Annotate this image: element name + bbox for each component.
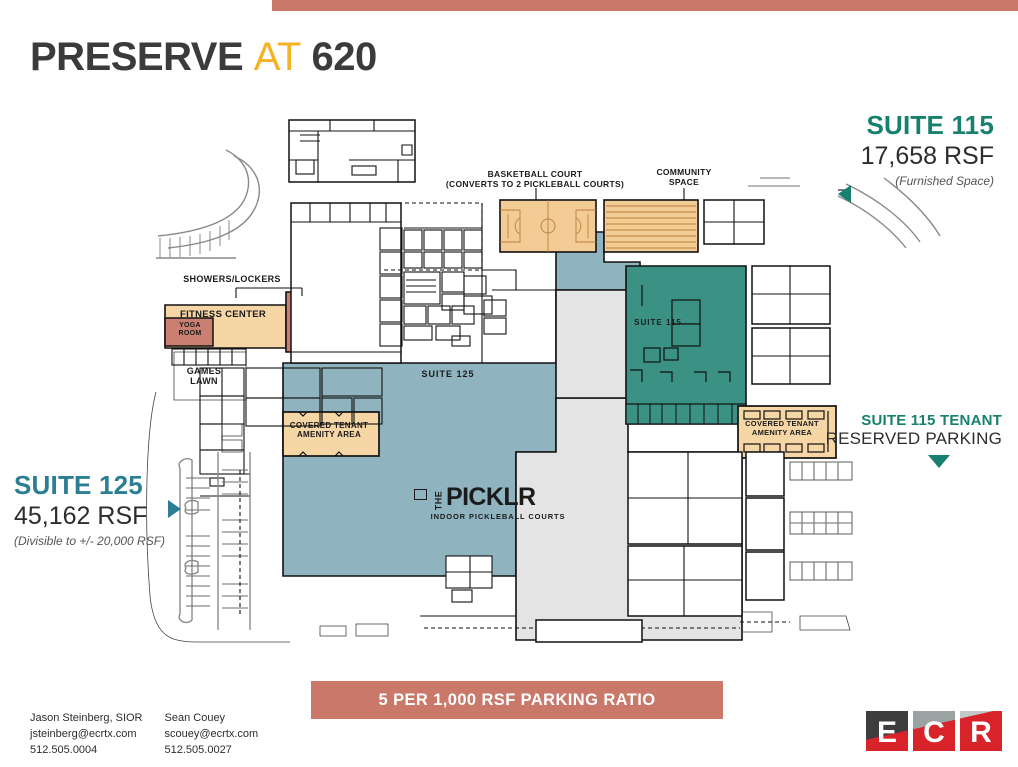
picklr-tenant-logo: THE PICKLR INDOOR PICKLEBALL COURTS	[414, 483, 568, 525]
parking-east	[783, 461, 853, 581]
parking-ratio-banner: 5 PER 1,000 RSF PARKING RATIO	[311, 681, 723, 719]
covered-amenity-right	[737, 405, 837, 459]
roadway-east	[837, 177, 941, 249]
reserved-parking-pointer-icon	[928, 455, 950, 468]
building-northeast	[703, 177, 831, 385]
contact-email[interactable]: scouey@ecrtx.com	[164, 727, 259, 740]
label-showers-lockers: SHOWERS/LOCKERS	[183, 274, 281, 284]
parking-lot-west	[178, 423, 251, 630]
page-title: PRESERVE AT 620	[30, 35, 377, 80]
suite-125-pointer-icon	[168, 500, 181, 518]
callout-suite-125: SUITE 125 45,162 RSF (Divisible to +/- 2…	[14, 470, 165, 548]
contact-name: Sean Couey	[164, 712, 226, 724]
contact-card: Jason Steinberg, SIOR jsteinberg@ecrtx.c…	[30, 711, 143, 759]
ecr-letter-e: E	[877, 716, 897, 749]
title-number: 620	[311, 35, 378, 79]
ecr-square-e	[866, 711, 908, 751]
site-boundary-west	[146, 391, 290, 643]
suite-115-parking-stalls	[625, 403, 747, 425]
office-cluster-north	[384, 202, 556, 364]
ecr-square-c	[913, 711, 955, 751]
suite-115-rsf: 17,658 RSF	[860, 142, 994, 170]
parking-ratio-text: 5 PER 1,000 RSF PARKING RATIO	[378, 690, 656, 709]
suite-125-rsf: 45,162 RSF	[14, 502, 148, 530]
basketball-court	[499, 199, 597, 253]
label-covered-amenity-right: COVERED TENANT AMENITY AREA	[745, 419, 819, 437]
callout-reserved-parking: SUITE 115 TENANT RESERVED PARKING	[826, 412, 1002, 468]
label-games-lawn: GAMES LAWN	[186, 366, 222, 387]
title-at: AT	[253, 35, 302, 79]
callout-suite-115: SUITE 115 17,658 RSF (Furnished Space)	[861, 110, 994, 188]
ecr-letter-r: R	[970, 716, 992, 749]
picklr-name-text: PICKLR	[446, 483, 536, 511]
suite-125-note: (Divisible to +/- 20,000 RSF)	[14, 534, 166, 548]
office-rooms-west	[199, 367, 383, 497]
ecr-square-r	[960, 711, 1002, 751]
contact-email[interactable]: jsteinberg@ecrtx.com	[30, 727, 137, 740]
top-accent-bar	[272, 0, 1018, 11]
label-suite-115-area: SUITE 115	[634, 318, 682, 327]
contact-list: Jason Steinberg, SIOR jsteinberg@ecrtx.c…	[30, 711, 258, 759]
contact-name: Jason Steinberg, SIOR	[30, 712, 143, 724]
ecr-letter-c: C	[923, 716, 945, 749]
building-north	[288, 119, 416, 183]
reserved-parking-line1: SUITE 115 TENANT	[861, 412, 1002, 429]
picklr-interior	[445, 555, 493, 603]
ecr-logo: E C R	[866, 711, 1002, 751]
label-suite-125-area: SUITE 125	[421, 369, 475, 379]
label-basketball-court: BASKETBALL COURT (CONVERTS TO 2 PICKLEBA…	[445, 169, 625, 189]
contact-phone[interactable]: 512.505.0027	[164, 743, 232, 756]
community-space	[603, 199, 699, 253]
label-community-space: COMMUNITY SPACE	[656, 167, 712, 187]
label-fitness-center: FITNESS CENTER	[179, 309, 266, 320]
picklr-the-text: THE	[433, 490, 444, 511]
suite-115-note: (Furnished Space)	[895, 174, 994, 188]
picklr-mark-icon	[414, 489, 427, 500]
suite-125-heading: SUITE 125	[14, 470, 143, 500]
label-covered-amenity-left: COVERED TENANT AMENITY AREA	[289, 421, 369, 440]
title-main: PRESERVE	[30, 35, 244, 79]
contact-phone[interactable]: 512.505.0004	[30, 743, 98, 756]
building-northwest	[290, 202, 403, 364]
building-east	[627, 451, 785, 617]
reserved-parking-line2: RESERVED PARKING	[825, 429, 1002, 448]
contact-card: Sean Couey scouey@ecrtx.com 512.505.0027	[165, 711, 259, 759]
label-leaders	[235, 188, 846, 298]
suite-115-pointer-icon	[838, 185, 851, 203]
south-drive	[319, 611, 851, 643]
covered-amenity-left	[282, 411, 380, 457]
roadway-west	[156, 149, 261, 259]
suite-115-heading: SUITE 115	[866, 110, 994, 140]
yoga-room-fill	[164, 317, 214, 347]
label-yoga-room: YOGA ROOM	[178, 322, 202, 338]
picklr-tagline: INDOOR PICKLEBALL COURTS	[430, 512, 566, 521]
